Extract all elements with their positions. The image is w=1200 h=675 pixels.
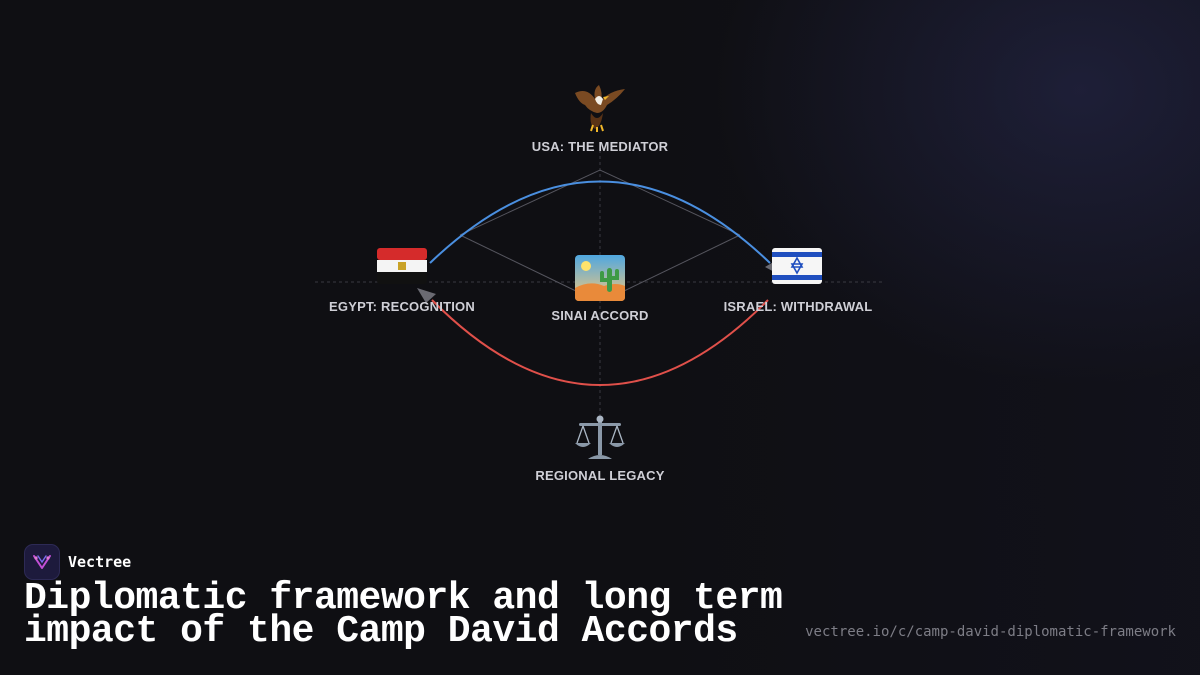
eagle-icon [565,82,635,134]
brand-name: Vectree [68,553,132,571]
vectree-logo-icon [24,544,60,580]
egypt-flag-icon [367,240,437,292]
node-label-bottom: REGIONAL LEGACY [535,468,665,483]
node-label-left: EGYPT: RECOGNITION [329,299,475,314]
node-label-center: SINAI ACCORD [551,308,649,323]
desert-icon [565,252,635,304]
israel-flag-icon [762,240,832,292]
node-label-right: ISRAEL: WITHDRAWAL [723,299,873,314]
diamond-connector [459,169,741,236]
connector-left-center [459,234,579,293]
arc-bottom-red [431,299,769,386]
page-title: Diplomatic framework and long term impac… [24,577,783,653]
brand: Vectree [24,544,131,580]
arrowhead-left [417,288,436,303]
connector-right-center [621,234,741,293]
balance-scale-icon [565,412,635,464]
arc-top-blue [429,180,771,264]
node-label-top: USA: THE MEDIATOR [531,139,669,154]
source-url: vectree.io/c/camp-david-diplomatic-frame… [805,624,1176,640]
